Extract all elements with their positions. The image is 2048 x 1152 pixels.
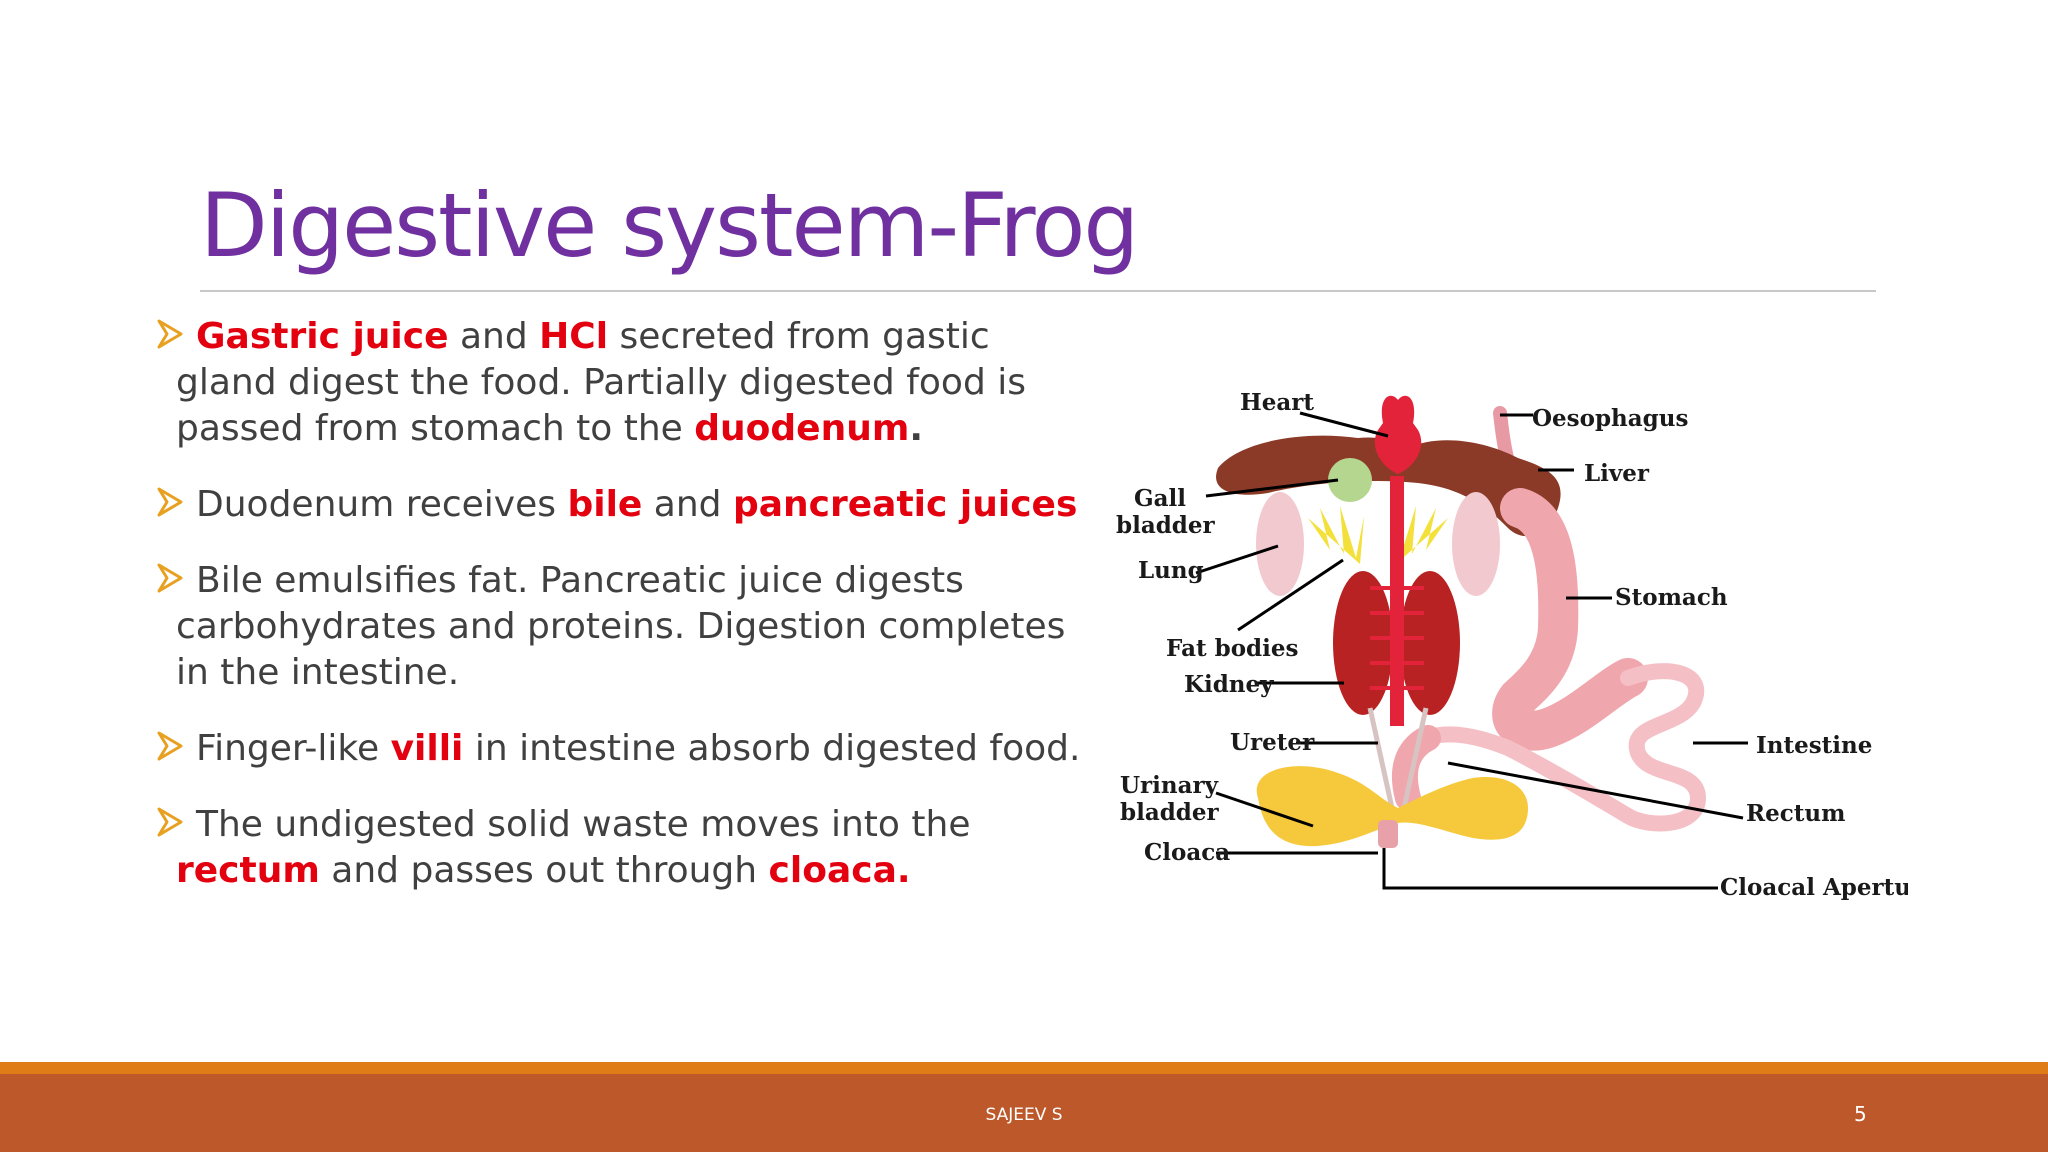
bullet-text: and [642,484,733,525]
bullet-list: Gastric juice and HCl secreted from gast… [157,314,1082,924]
label-heart: Heart [1240,389,1314,416]
lung-left-shape [1256,492,1304,596]
arrowhead-bullet-icon [157,731,183,761]
footer-author: SAJEEV S [985,1105,1063,1125]
cloaca-shape [1378,820,1398,848]
heart-shape [1374,395,1422,474]
highlighted-term: villi [390,728,464,769]
label-kidney: Kidney [1184,671,1274,698]
bullet-text: Bile emulsifies fat. Pancreatic juice di… [176,560,1066,693]
bullet-item: Gastric juice and HCl secreted from gast… [157,314,1082,452]
bullet-item: Finger-like villi in intestine absorb di… [157,726,1082,772]
label-rectum: Rectum [1746,800,1845,827]
lung-right-shape [1452,492,1500,596]
label-oesophagus: Oesophagus [1532,405,1688,432]
bullet-text: Finger-like [196,728,391,769]
highlighted-term: bile [567,484,643,525]
bullet-item: The undigested solid waste moves into th… [157,802,1082,894]
title-divider [200,290,1876,292]
arrowhead-bullet-icon [157,487,183,517]
label-urinary: Urinary [1120,772,1219,799]
urinary-bladder-shape [1256,766,1528,847]
kidney-right-shape [1400,571,1460,715]
bullet-text: and [448,316,540,357]
page-number: 5 [1854,1102,1867,1126]
bullet-text: secreted from gastic gland digest the fo… [176,316,1027,449]
liver-shape [1216,435,1561,537]
highlighted-term: pancreatic juices [732,484,1078,525]
label-fat-bodies: Fat bodies [1166,635,1298,662]
ureter-left-shape [1367,707,1395,809]
label-pointers [1195,411,1748,890]
label-cloacal-aperture: Cloacal Aperture [1720,874,1908,901]
intestine-shape [1420,663,1707,832]
arrowhead-bullet-icon [157,319,183,349]
highlighted-term: HCl [539,316,609,357]
fat-bodies-right-shape [1392,506,1448,564]
highlighted-term: rectum [176,850,320,891]
renal-vessels [1370,586,1424,690]
bullet-text: and passes out through [319,850,769,891]
label-gall-bladder: bladder [1116,512,1216,539]
kidney-left-shape [1333,571,1393,715]
bullet-text: Duodenum receives [196,484,568,525]
label-urinary-bladder: bladder [1120,799,1220,826]
arrowhead-bullet-icon [157,807,183,837]
arrowhead-bullet-icon [157,563,183,593]
bullet-item: Duodenum receives bile and pancreatic ju… [157,482,1082,528]
gall-bladder-shape [1328,458,1372,502]
ureter-right-shape [1401,707,1429,809]
footer-stripe [0,1062,2048,1074]
bullet-text: in intestine absorb digested food. [463,728,1081,769]
highlighted-term: Gastric juice [196,316,449,357]
stomach-shape [1492,488,1648,751]
label-lung: Lung [1138,557,1204,584]
bullet-text: . [909,408,924,449]
bullet-item: Bile emulsifies fat. Pancreatic juice di… [157,558,1082,696]
highlighted-term: cloaca. [768,850,911,891]
label-intestine: Intestine [1756,732,1872,759]
bullet-text: The undigested solid waste moves into th… [196,804,971,845]
slide-title: Digestive system-Frog [200,174,1139,277]
label-stomach: Stomach [1615,584,1728,611]
frog-digestive-diagram: Heart Oesophagus Liver Gall bladder Lung… [1116,389,1908,901]
fat-bodies-left-shape [1308,506,1364,564]
label-gall: Gall [1134,485,1186,512]
label-ureter: Ureter [1230,729,1315,756]
label-liver: Liver [1584,460,1650,487]
highlighted-term: duodenum [694,408,910,449]
label-cloaca: Cloaca [1144,839,1230,866]
footer-bar [0,1074,2048,1152]
